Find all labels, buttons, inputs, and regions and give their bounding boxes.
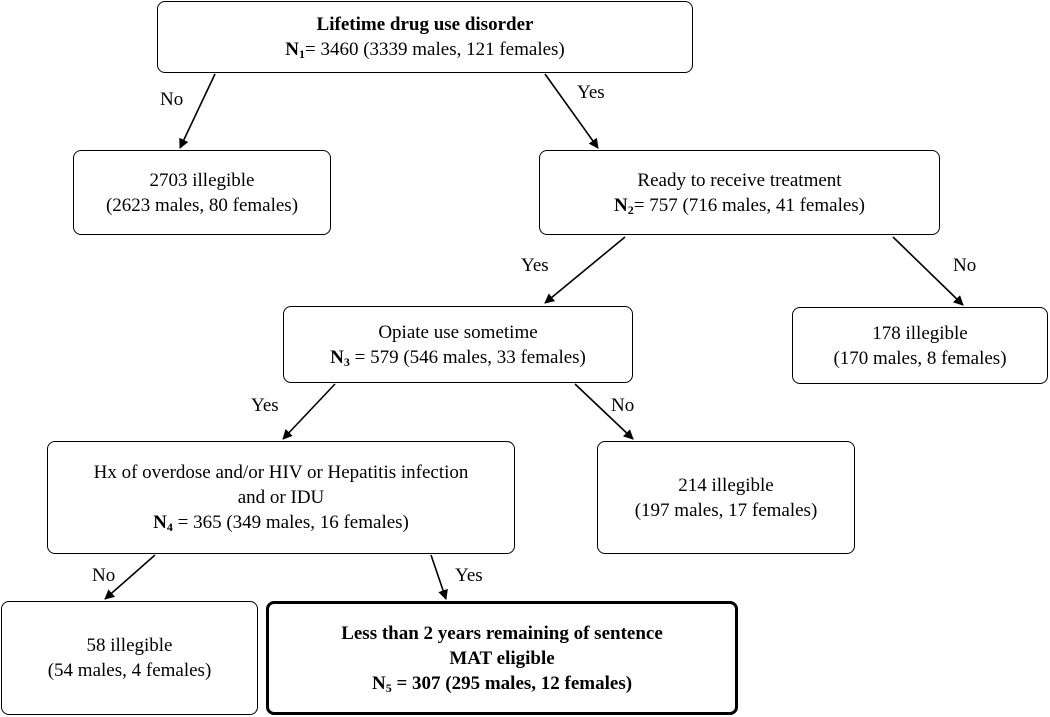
node-2703-illegible: 2703 illegible (2623 males, 80 females) bbox=[73, 150, 331, 235]
ill-4-line1: 58 illegible bbox=[86, 635, 173, 656]
edge-label-n1-no: No bbox=[160, 89, 184, 110]
ill-3-line1: 214 illegible bbox=[678, 474, 774, 496]
node-5-title: Less than 2 years remaining of sentence bbox=[341, 622, 663, 644]
ill-1-line2: (2623 males, 80 females) bbox=[105, 194, 299, 216]
node-hx-of-overdose: Hx of overdose and/or HIV or Hepatitis i… bbox=[47, 441, 515, 554]
node-ready-to-receive-treatment: Ready to receive treatment N2= 757 (716 … bbox=[539, 150, 940, 235]
node-4-title2: and or IDU bbox=[237, 487, 325, 508]
edge-label-n3-yes: Yes bbox=[251, 395, 279, 416]
edge-label-n3-no: No bbox=[611, 395, 635, 416]
edge-label-n4-no: No bbox=[92, 565, 116, 586]
arrow-n3-yes bbox=[282, 383, 336, 440]
node-opiate-use-sometime: Opiate use sometime N3 = 579 (546 males,… bbox=[283, 306, 633, 383]
arrow-n4-yes bbox=[430, 554, 448, 600]
node-4-n-text: = 365 (349 males, 16 females) bbox=[172, 512, 409, 533]
ill-3-line2: (197 males, 17 females) bbox=[634, 499, 818, 521]
arrow-n1-no bbox=[179, 73, 216, 149]
edge-label-n4-yes: Yes bbox=[455, 565, 483, 586]
node-5-n-label: N5 bbox=[371, 672, 392, 695]
edge-label-n1-yes: Yes bbox=[577, 82, 605, 103]
node-178-illegible: 178 illegible (170 males, 8 females) bbox=[792, 307, 1048, 384]
node-58-illegible: 58 illegible (54 males, 4 females) bbox=[1, 601, 258, 715]
node-2-n-text: = 757 (716 males, 41 females) bbox=[633, 194, 865, 216]
arrow-n2-no bbox=[892, 236, 964, 306]
node-lifetime-drug-use-disorder: Lifetime drug use disorder N1= 3460 (333… bbox=[157, 1, 693, 73]
ill-1-line1: 2703 illegible bbox=[149, 169, 255, 191]
node-3-n-text: = 579 (546 males, 33 females) bbox=[349, 346, 586, 368]
arrow-n2-yes bbox=[544, 236, 626, 304]
node-3-n-label: N3 bbox=[330, 346, 350, 369]
node-4-n-label: N4 bbox=[153, 512, 173, 534]
node-1-n-label: N1 bbox=[285, 39, 305, 61]
node-mat-eligible: Less than 2 years remaining of sentence … bbox=[266, 601, 738, 715]
ill-2-line2: (170 males, 8 females) bbox=[833, 347, 1007, 369]
node-3-title: Opiate use sometime bbox=[378, 321, 538, 343]
edge-label-n2-yes: Yes bbox=[521, 255, 549, 276]
arrow-n1-yes bbox=[544, 73, 599, 149]
node-5-title2: MAT eligible bbox=[449, 647, 555, 669]
node-2-title: Ready to receive treatment bbox=[637, 169, 842, 191]
node-1-title: Lifetime drug use disorder bbox=[316, 14, 534, 35]
ill-2-line1: 178 illegible bbox=[872, 322, 968, 344]
node-1-n-text: = 3460 (3339 males, 121 females) bbox=[304, 39, 565, 60]
node-214-illegible: 214 illegible (197 males, 17 females) bbox=[597, 441, 855, 554]
arrow-n4-no bbox=[104, 554, 156, 600]
node-2-n-label: N2 bbox=[614, 194, 634, 217]
node-5-n-text: = 307 (295 males, 12 females) bbox=[391, 672, 633, 694]
ill-4-line2: (54 males, 4 females) bbox=[47, 660, 212, 681]
node-4-title: Hx of overdose and/or HIV or Hepatitis i… bbox=[93, 462, 469, 483]
arrow-n3-no bbox=[574, 383, 634, 440]
edge-label-n2-no: No bbox=[953, 255, 977, 276]
